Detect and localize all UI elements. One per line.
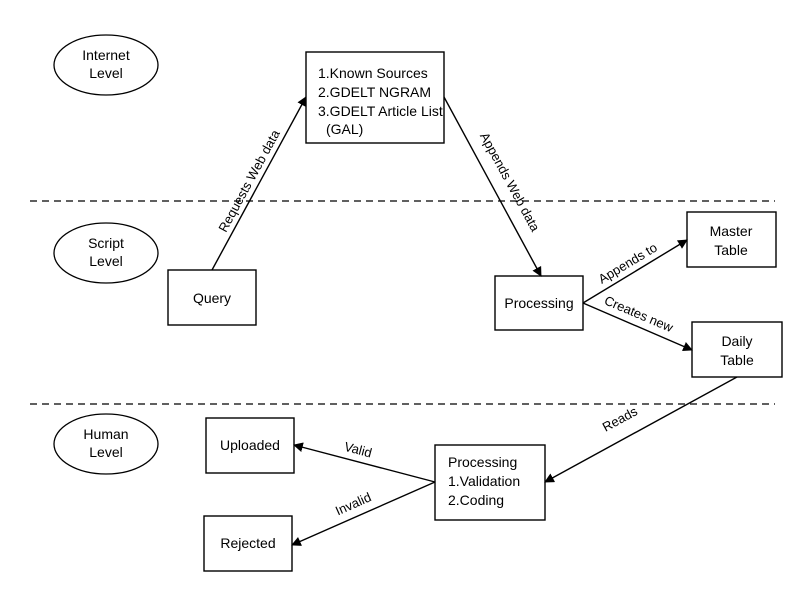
sources-line1: 1.Known Sources [318,65,428,81]
processing-human-line1: Processing [448,454,517,470]
level-internet-line2: Level [89,65,122,81]
edge-label-creates-new: Creates new [602,293,676,336]
arrow-query-to-sources [211,96,307,271]
sources-line3: 3.GDELT Article List [318,103,443,119]
edge-label-valid: Valid [343,439,374,461]
node-query: Query [167,269,257,326]
level-human-line1: Human [83,426,128,442]
processing-script-label: Processing [504,295,573,311]
level-internet: Internet Level [53,34,159,96]
sources-line2: 2.GDELT NGRAM [318,84,431,100]
edge-label-reads: Reads [600,403,641,434]
arrow-processing-to-master [582,239,688,304]
uploaded-label: Uploaded [220,437,280,453]
node-sources: 1.Known Sources 2.GDELT NGRAM 3.GDELT Ar… [305,51,445,144]
level-script-line2: Level [89,253,122,269]
node-uploaded: Uploaded [205,417,295,474]
edge-label-requests: Requests Web data [215,127,283,235]
processing-human-line2: 1.Validation [448,473,520,489]
node-processing-human: Processing 1.Validation 2.Coding [434,444,546,521]
node-processing-script: Processing [494,275,584,331]
arrow-processing-to-daily [582,302,693,352]
level-human-line2: Level [89,444,122,460]
daily-table-line2: Table [720,352,754,368]
arrow-to-rejected [291,481,436,546]
arrow-daily-to-processing-human [544,376,738,483]
sources-line4: (GAL) [326,121,363,137]
node-daily-table: Daily Table [691,321,783,378]
master-table-line2: Table [714,242,748,258]
master-table-line1: Master [710,223,753,239]
level-internet-line1: Internet [82,47,130,63]
edge-label-invalid: Invalid [333,489,373,518]
processing-human-line3: 2.Coding [448,492,504,508]
daily-table-line1: Daily [721,333,752,349]
level-human: Human Level [53,413,159,475]
level-script: Script Level [53,222,159,284]
node-master-table: Master Table [686,211,777,268]
query-label: Query [193,290,231,306]
level-script-line1: Script [88,235,124,251]
arrow-to-uploaded [293,442,436,483]
rejected-label: Rejected [220,535,275,551]
arrow-sources-to-processing [443,96,542,277]
node-rejected: Rejected [203,515,293,572]
